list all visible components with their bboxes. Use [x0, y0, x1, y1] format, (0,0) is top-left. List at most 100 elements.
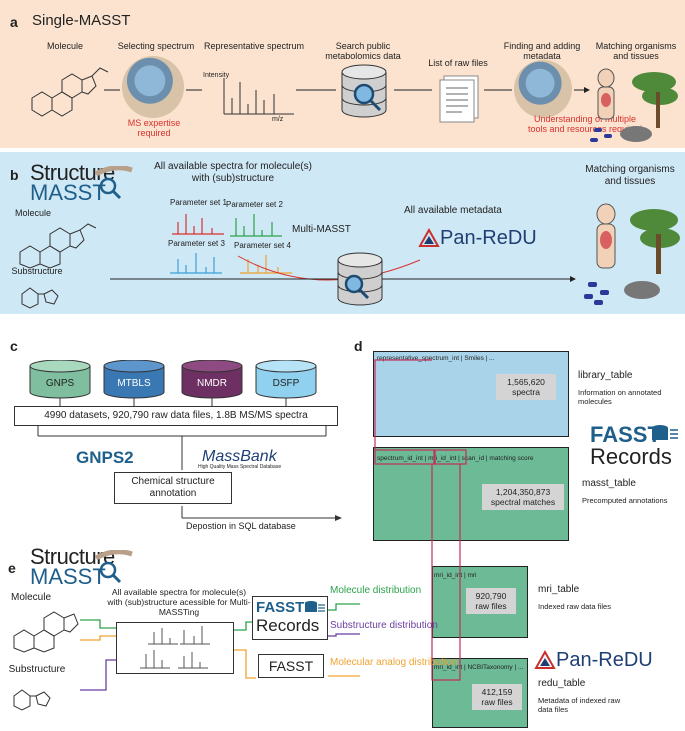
d-mri-desc: Indexed raw data files: [538, 602, 611, 611]
b-param3-label: Parameter set 3: [168, 239, 225, 248]
e-logo-masst: MASST: [30, 564, 106, 589]
c-massbank-logo: MassBank: [202, 448, 277, 465]
d-panredu-icon: [534, 650, 556, 669]
a-spectrum-plot: [223, 78, 294, 115]
a-selecting-label: Selecting spectrum: [117, 41, 195, 51]
d-redu-desc: Metadata of indexed raw data files: [538, 696, 621, 715]
b-panredu-logo: Pan-ReDU: [440, 227, 537, 249]
c-massbank-tagline: High Quality Mass Spectral Database: [198, 464, 282, 470]
b-param2-label: Parameter set 2: [226, 200, 283, 209]
b-flow-arrow: [110, 252, 576, 306]
a-representative-label: Representative spectrum: [203, 41, 305, 51]
b-molecule-structure: [19, 223, 97, 269]
a-understanding-note: Understanding of multiple tools and reso…: [527, 114, 643, 135]
b-param1-label: Parameter set 1: [170, 198, 227, 207]
panel-e-label: e: [8, 560, 16, 576]
b-param3-spectrum: [170, 253, 222, 274]
a-raw-files-label: List of raw files: [428, 58, 488, 68]
b-molecule-label: Molecule: [14, 208, 52, 218]
d-database-stack-icon: [652, 425, 678, 440]
c-nmdr-label: NMDR: [197, 378, 227, 389]
e-logo-structure: Structure: [30, 544, 115, 569]
d-fasst-logo: FASST: [590, 422, 661, 447]
d-redu-columns: mri_id_int | NCBITaxonomy | ...: [434, 664, 524, 671]
c-stats-box: 4990 datasets, 920,790 raw data files, 1…: [14, 406, 338, 426]
a-mz-axis-label: m/z: [272, 116, 284, 123]
a-flow-arrow: [104, 87, 590, 93]
a-researcher-image: [122, 56, 184, 118]
c-annotation-box: Chemical structure annotation: [114, 472, 232, 504]
b-param2-spectrum: [230, 214, 282, 237]
b-all-metadata-label: All available metadata: [404, 205, 502, 216]
e-magnifier-icon: [94, 550, 133, 584]
d-records-logo: Records: [590, 444, 672, 469]
d-mri-count: 920,790 raw files: [466, 588, 516, 615]
panel-b-label: b: [10, 167, 19, 183]
a-ms-expertise-note: MS expertise required: [127, 118, 181, 139]
e-database-stack-icon: [305, 601, 325, 612]
e-all-spectra-label: All available spectra for molecule(s) wi…: [107, 587, 251, 617]
c-mtbls-label: MTBLS: [117, 378, 151, 389]
b-all-spectra-label: All available spectra for molecule(s) wi…: [154, 161, 312, 184]
d-masst-columns: spectrum_id_int | mri_id_int | scan_id |…: [377, 455, 534, 462]
b-magnifier-icon: [94, 166, 133, 200]
e-spectra-box: [116, 622, 234, 674]
c-dsfp-cylinder: [255, 360, 317, 399]
e-substructure-label: Substructure: [8, 664, 66, 675]
e-records-logo: Records: [256, 616, 320, 635]
d-key-links: [374, 359, 467, 681]
a-search-label: Search public metabolomics data: [325, 41, 401, 62]
a-finding-label: Finding and adding metadata: [503, 41, 581, 62]
d-panredu-logo: Pan-ReDU: [556, 649, 653, 671]
d-library-table-name: library_table: [578, 370, 633, 381]
panel-d-label: d: [354, 338, 363, 354]
c-gnps2-logo: GNPS2: [76, 448, 134, 467]
e-substructure-structure: [13, 689, 51, 711]
e-molecule-structure: [13, 611, 79, 653]
b-logo-structure: Structure: [30, 160, 115, 185]
a-intensity-axis-label: Intensity: [203, 72, 230, 79]
e-fasst-logo: FASST: [256, 599, 305, 616]
d-library-columns: representative_spectrum_int | Smiles | .…: [377, 355, 495, 362]
d-masst-count: 1,204,350,873 spectral matches: [482, 484, 564, 511]
e-fasst-box: FASST: [258, 654, 324, 678]
b-param1-spectrum: [172, 214, 224, 235]
c-dsfp-label: DSFP: [272, 378, 300, 389]
d-mri-table-name: mri_table: [538, 584, 580, 595]
a-researcher-image-2: [514, 60, 572, 118]
d-masst-desc: Precomputed annotations: [582, 496, 668, 505]
d-redu-table-name: redu_table: [538, 678, 586, 689]
a-database-icon: [341, 64, 387, 118]
b-substructure-label: Substructure: [11, 266, 63, 276]
c-diagram-lines: [37, 398, 342, 521]
d-library-count: 1,565,620 spectra: [496, 374, 556, 401]
c-gnps-cylinder: [29, 360, 91, 399]
d-library-desc: Information on annotated molecules: [578, 388, 662, 407]
d-redu-count: 412,159 raw files: [472, 684, 522, 711]
b-matching-label: Matching organisms and tissues: [585, 164, 675, 187]
a-raw-files-icon: [439, 75, 479, 123]
d-library-table: [373, 351, 569, 437]
panel-a-title: Single-MASST: [32, 12, 131, 29]
e-substructure-distribution: Substructure distribution: [330, 620, 438, 631]
c-mtbls-cylinder: [103, 360, 165, 399]
b-param4-label: Parameter set 4: [234, 241, 291, 250]
e-molecule-label: Molecule: [10, 592, 52, 603]
a-molecule-structure: [31, 67, 109, 117]
e-spectra-plots: [140, 626, 210, 669]
d-mri-columns: mri_id_int | mri: [434, 572, 477, 579]
a-organisms-image: [590, 68, 678, 142]
panel-c-label: c: [10, 338, 18, 354]
a-molecule-label: Molecule: [46, 41, 84, 51]
e-molecule-distribution: Molecule distribution: [330, 585, 422, 596]
b-logo-masst: MASST: [30, 180, 106, 205]
b-panredu-icon: [418, 228, 440, 247]
b-organisms-image: [584, 203, 680, 305]
c-gnps-label: GNPS: [45, 378, 75, 389]
d-masst-table-name: masst_table: [582, 478, 636, 489]
a-matching-label: Matching organisms and tissues: [595, 41, 677, 62]
